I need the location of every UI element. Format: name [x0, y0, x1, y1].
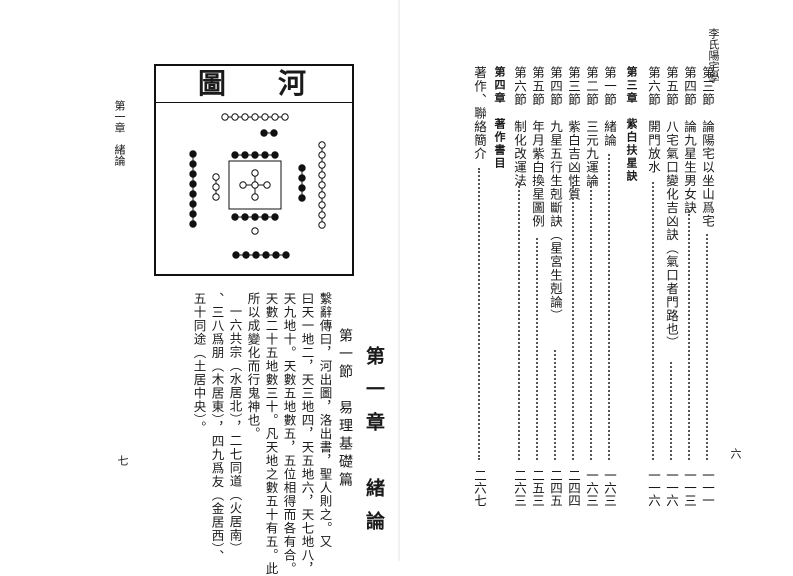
yin-dot	[272, 251, 280, 259]
yang-dot	[318, 211, 326, 219]
body-line-1: 繫辭傳曰，河出圖，洛出書，聖人則之。又	[317, 292, 333, 549]
yin-dot	[189, 200, 197, 208]
figure-title-char-1: 河	[278, 67, 307, 100]
yin-dot	[252, 251, 260, 259]
toc-entry: 第五節 年月紫白換星圖例 二五三	[530, 66, 545, 506]
yang-dot	[251, 181, 259, 189]
section-heading: 第一節 易理基礎篇	[337, 328, 353, 490]
toc-entry: 第六節 開門放水 一一六	[646, 66, 661, 506]
right-page: 李氏陽宅學 六 第三節 論陽宅以坐山爲宅 一一一 第四節 論九星生男女訣 一一三…	[400, 0, 793, 561]
yang-dot	[241, 113, 249, 121]
yin-dot	[282, 251, 290, 259]
yang-dot	[221, 113, 229, 121]
toc-entry: 第三節 紫白吉凶性質 二四四	[566, 66, 581, 506]
yin-dot	[231, 151, 239, 159]
running-head-left: 第一章 緒論	[113, 100, 126, 166]
yang-dot	[212, 183, 220, 191]
page-number-right: 六	[729, 448, 742, 459]
yin-dot	[271, 213, 279, 221]
yin-dot	[298, 184, 306, 192]
yin-dot	[251, 151, 259, 159]
yang-dot	[318, 161, 326, 169]
page-gutter	[398, 0, 400, 561]
toc-entry: 第五節 八宅氣口變化吉凶訣（氣口者門路也） 一一六	[664, 66, 679, 506]
yin-dot	[261, 213, 269, 221]
hetu-figure: 河 圖	[154, 64, 354, 276]
body-line-7: 、三八爲朋（木居東），四九爲友（金居西）、	[209, 292, 225, 563]
yin-dot	[251, 213, 259, 221]
toc-entry: 著作、聯絡簡介 二六七	[472, 66, 487, 506]
yin-dot	[298, 164, 306, 172]
yang-dot	[239, 181, 247, 189]
yang-dot	[318, 201, 326, 209]
hetu-diagram	[189, 113, 326, 259]
yin-dot	[241, 213, 249, 221]
page-number-left: 七	[116, 455, 129, 466]
toc-entry: 第三節 論陽宅以坐山爲宅 一一一	[700, 66, 715, 506]
body-line-3: 天九地十。天數五地數五，五位相得而各有合。	[281, 292, 297, 576]
yang-dot	[271, 113, 279, 121]
yin-dot	[271, 151, 279, 159]
toc-entry: 第四節 論九星生男女訣 一一三	[682, 66, 697, 506]
yang-dot	[212, 173, 220, 181]
yin-dot	[189, 190, 197, 198]
yin-dot	[189, 180, 197, 188]
figure-title-char-2: 圖	[198, 67, 227, 100]
body-line-8: 五十同途（土居中央）。	[191, 292, 207, 435]
running-head-right: 李氏陽宅學	[707, 28, 720, 83]
yang-dot	[318, 191, 326, 199]
toc-entry: 第二節 三元九運論 一六三	[584, 66, 599, 506]
body-line-5: 所以成變化而行鬼神也。	[245, 292, 261, 441]
yang-dot	[261, 113, 269, 121]
yang-dot	[318, 221, 326, 229]
toc-chapter: 第三章 紫白扶星訣	[625, 66, 638, 183]
yin-dot	[189, 150, 197, 158]
yang-dot	[251, 193, 259, 201]
body-line-6: 一六共宗（水居北），二七同道（火居南）	[227, 305, 243, 556]
figure-title: 河 圖	[156, 66, 352, 103]
toc-entry: 第四節 九星五行生剋斷訣（星宮生剋論） 二四五	[548, 66, 563, 506]
yang-dot	[318, 171, 326, 179]
body-line-2: 曰天一地二，天三地四，天五地六，天七地八，	[299, 292, 315, 576]
yin-dot	[270, 129, 278, 137]
yin-dot	[189, 210, 197, 218]
yang-dot	[318, 181, 326, 189]
yin-dot	[231, 213, 239, 221]
yang-dot	[263, 181, 271, 189]
yin-dot	[242, 251, 250, 259]
toc-entry: 第六節 制化改運法 二六三	[512, 66, 527, 506]
yin-dot	[298, 174, 306, 182]
body-line-4: 天數二十五地數三十。凡天地之數五十有五。此	[263, 292, 279, 576]
yin-dot	[189, 170, 197, 178]
yang-dot	[281, 113, 289, 121]
yang-dot	[318, 151, 326, 159]
yin-dot	[189, 220, 197, 228]
yang-dot	[231, 113, 239, 121]
yin-dot	[232, 251, 240, 259]
yin-dot	[261, 151, 269, 159]
chapter-heading: 第一章 緒論	[363, 346, 385, 544]
yin-dot	[298, 194, 306, 202]
yang-dot	[251, 169, 259, 177]
yin-dot	[262, 251, 270, 259]
yang-dot	[318, 141, 326, 149]
yin-dot	[260, 129, 268, 137]
center-square	[228, 160, 282, 210]
left-page: 第一章 緒論 七 河 圖 第一章 緒論 第一節 易理基礎篇 繫辭傳曰，河出圖，洛…	[0, 0, 400, 576]
toc-entry: 第一節 緒論 一六三	[602, 66, 617, 506]
yin-dot	[241, 151, 249, 159]
yang-dot	[212, 193, 220, 201]
yin-dot	[189, 160, 197, 168]
yang-dot	[251, 227, 259, 235]
yang-dot	[251, 113, 259, 121]
toc-chapter: 第四章 著作書目	[493, 66, 506, 170]
